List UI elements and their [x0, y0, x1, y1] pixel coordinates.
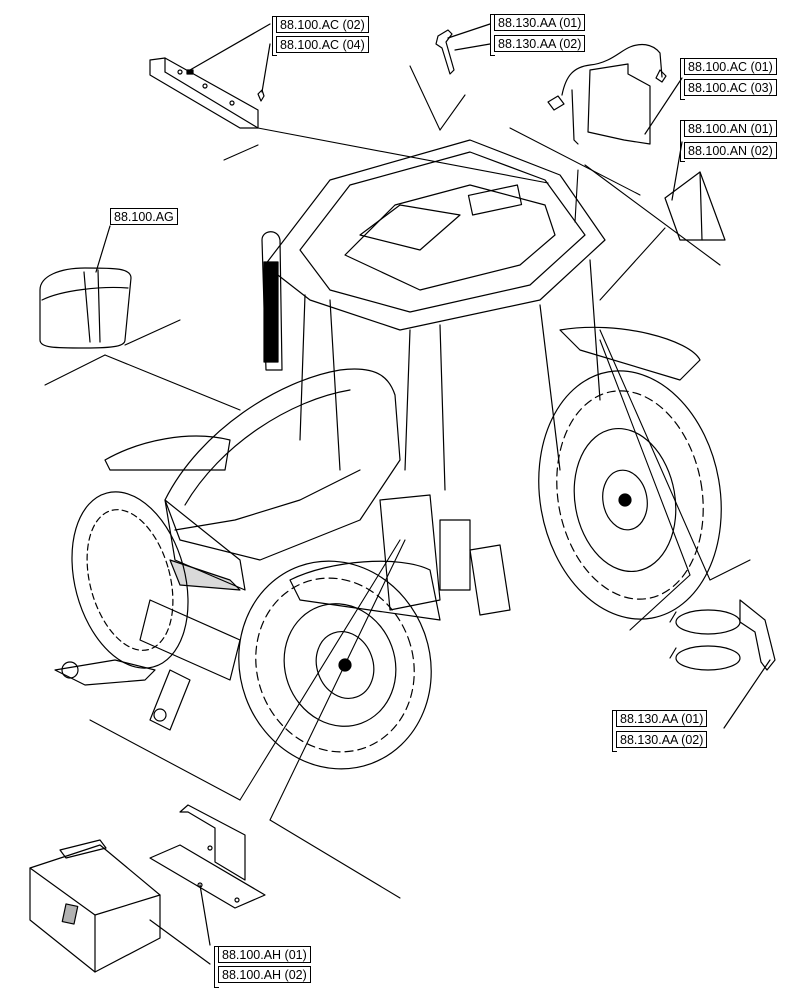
tractor — [54, 139, 701, 731]
mounting-bracket — [149, 804, 266, 946]
bracket-an-01-02 — [680, 120, 685, 162]
harness-plate — [547, 43, 683, 145]
cushion-part — [39, 225, 132, 349]
callout-88-100-ac-03[interactable]: 88.100.AC (03) — [684, 79, 777, 96]
callout-88-100-an-02[interactable]: 88.100.AN (02) — [684, 142, 777, 159]
callout-88-130-aa-02-top[interactable]: 88.130.AA (02) — [494, 35, 586, 52]
wheels — [71, 370, 722, 770]
callout-88-100-ah-02[interactable]: 88.100.AH (02) — [218, 966, 311, 983]
callout-88-100-ac-01[interactable]: 88.100.AC (01) — [684, 58, 777, 75]
toolbox — [29, 839, 211, 973]
bracket-aa-mid — [612, 710, 617, 752]
handle-part — [435, 23, 491, 75]
bracket-ac-02-04 — [272, 16, 277, 56]
callout-88-100-an-01[interactable]: 88.100.AN (01) — [684, 120, 777, 137]
callout-88-130-aa-01-mid[interactable]: 88.130.AA (01) — [616, 710, 708, 727]
callout-88-130-aa-02-mid[interactable]: 88.130.AA (02) — [616, 731, 708, 748]
callout-88-100-ah-01[interactable]: 88.100.AH (01) — [218, 946, 311, 963]
bracket-aa-top — [490, 14, 495, 56]
rear-beam-part — [149, 23, 271, 129]
callout-88-130-aa-01-top[interactable]: 88.130.AA (01) — [494, 14, 586, 31]
callout-88-100-ac-04[interactable]: 88.100.AC (04) — [276, 36, 369, 53]
leader-lines — [44, 65, 751, 899]
callout-88-100-ag[interactable]: 88.100.AG — [110, 208, 178, 225]
callout-88-100-ac-02[interactable]: 88.100.AC (02) — [276, 16, 369, 33]
bracket-ah-01-02 — [214, 946, 219, 988]
bracket-ac-01-03 — [680, 58, 685, 100]
hose-clamps — [669, 599, 776, 729]
